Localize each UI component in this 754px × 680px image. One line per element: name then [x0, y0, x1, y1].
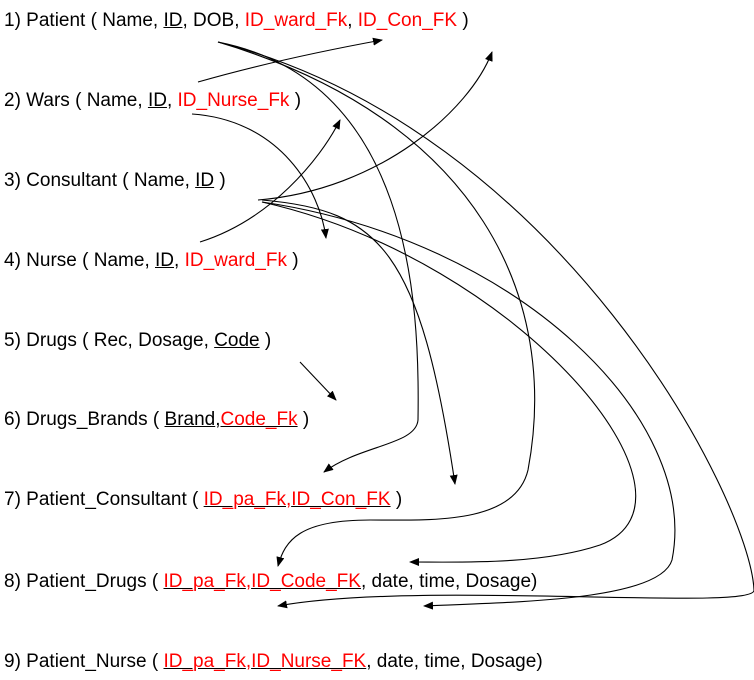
field-dob: DOB [193, 10, 235, 31]
table-row-patient-nurse: 9) Patient_Nurse ( ID_pa_Fk,ID_Nurse_FK,… [4, 651, 543, 672]
field-dosage: Dosage [465, 571, 532, 592]
arrow-patient-to-pc-pa [217, 41, 419, 473]
table-row-drugs: 5) Drugs ( Rec, Dosage, Code ) [4, 330, 272, 351]
field-rec: Rec [93, 330, 128, 351]
table-header: 1) Patient ( [4, 10, 103, 31]
table-header: 9) Patient_Nurse ( [4, 651, 164, 672]
table-row-patient-drugs: 8) Patient_Drugs ( ID_pa_Fk,ID_Code_FK, … [4, 571, 538, 592]
table-row-nurse: 4) Nurse ( Name, ID, ID_ward_Fk ) [4, 250, 299, 271]
field-name: Name [133, 170, 185, 191]
field-id-nurse-fk: ID_Nurse_FK [251, 651, 367, 672]
field-name: Name [86, 90, 138, 111]
field-id-ward-fk: ID_ward_Fk [184, 250, 287, 271]
table-row-drugs-brands: 6) Drugs_Brands ( Brand,Code_Fk ) [4, 409, 310, 430]
arrow-wars-to-patient-ward [197, 37, 383, 83]
field-dosage: Dosage [138, 330, 204, 351]
arrow-nurse-to-wars-nurse [199, 119, 341, 243]
table-header: 7) Patient_Consultant ( [4, 489, 204, 510]
arrow-consultant-to-pc-con [261, 199, 458, 485]
field-id-pa-fk: ID_pa_Fk [163, 651, 246, 672]
arrow-nurse-to-pn-nurse [261, 201, 676, 610]
arrow-drugs-to-brands-code [299, 361, 337, 401]
table-header: 2) Wars ( [4, 90, 87, 111]
field-name: Name [93, 250, 145, 271]
table-header: 4) Nurse ( [4, 250, 94, 271]
field-id: ID [155, 250, 174, 271]
field-dosage: Dosage [470, 651, 537, 672]
table-row-patient-consultant: 7) Patient_Consultant ( ID_pa_Fk,ID_Con_… [4, 489, 403, 510]
field-date: date [371, 571, 409, 592]
field-time: time [424, 651, 461, 672]
table-header: 3) Consultant ( [4, 170, 134, 191]
table-row-consultant: 3) Consultant ( Name, ID ) [4, 170, 226, 191]
table-header: 8) Patient_Drugs ( [4, 571, 164, 592]
field-id-con-fk: ID_Con_FK [357, 10, 458, 31]
field-id: ID [195, 170, 215, 191]
field-time: time [419, 571, 455, 592]
arrow-patient-to-pn-pa [217, 41, 754, 609]
table-row-wars: 2) Wars ( Name, ID, ID_Nurse_Fk ) [4, 90, 302, 111]
field-date: date [376, 651, 414, 672]
field-id-pa-fk: ID_pa_Fk [203, 489, 286, 510]
field-id: ID [147, 90, 167, 111]
table-header: 6) Drugs_Brands ( [4, 409, 165, 430]
arrow-consultant-to-patient-con [257, 51, 493, 201]
field-id: ID [163, 10, 183, 31]
field-id-nurse-fk: ID_Nurse_Fk [177, 90, 290, 111]
field-brand: Brand [164, 409, 216, 430]
field-code-fk: Code_Fk [220, 409, 298, 430]
table-row-patient: 1) Patient ( Name, ID, DOB, ID_ward_Fk, … [4, 10, 469, 31]
table-header: 5) Drugs ( [4, 330, 94, 351]
field-id-pa-fk: ID_pa_Fk [163, 571, 246, 592]
field-code: Code [214, 330, 260, 351]
arrow-patient-to-pd-pa [217, 41, 536, 567]
field-name: Name [102, 10, 153, 31]
field-id-ward-fk: ID_ward_Fk [244, 10, 348, 31]
field-id-code-fk: ID_Code_FK [251, 571, 361, 592]
arrow-drugs-to-pd-code [261, 201, 637, 567]
field-id-con-fk: ID_Con_FK [291, 489, 391, 510]
